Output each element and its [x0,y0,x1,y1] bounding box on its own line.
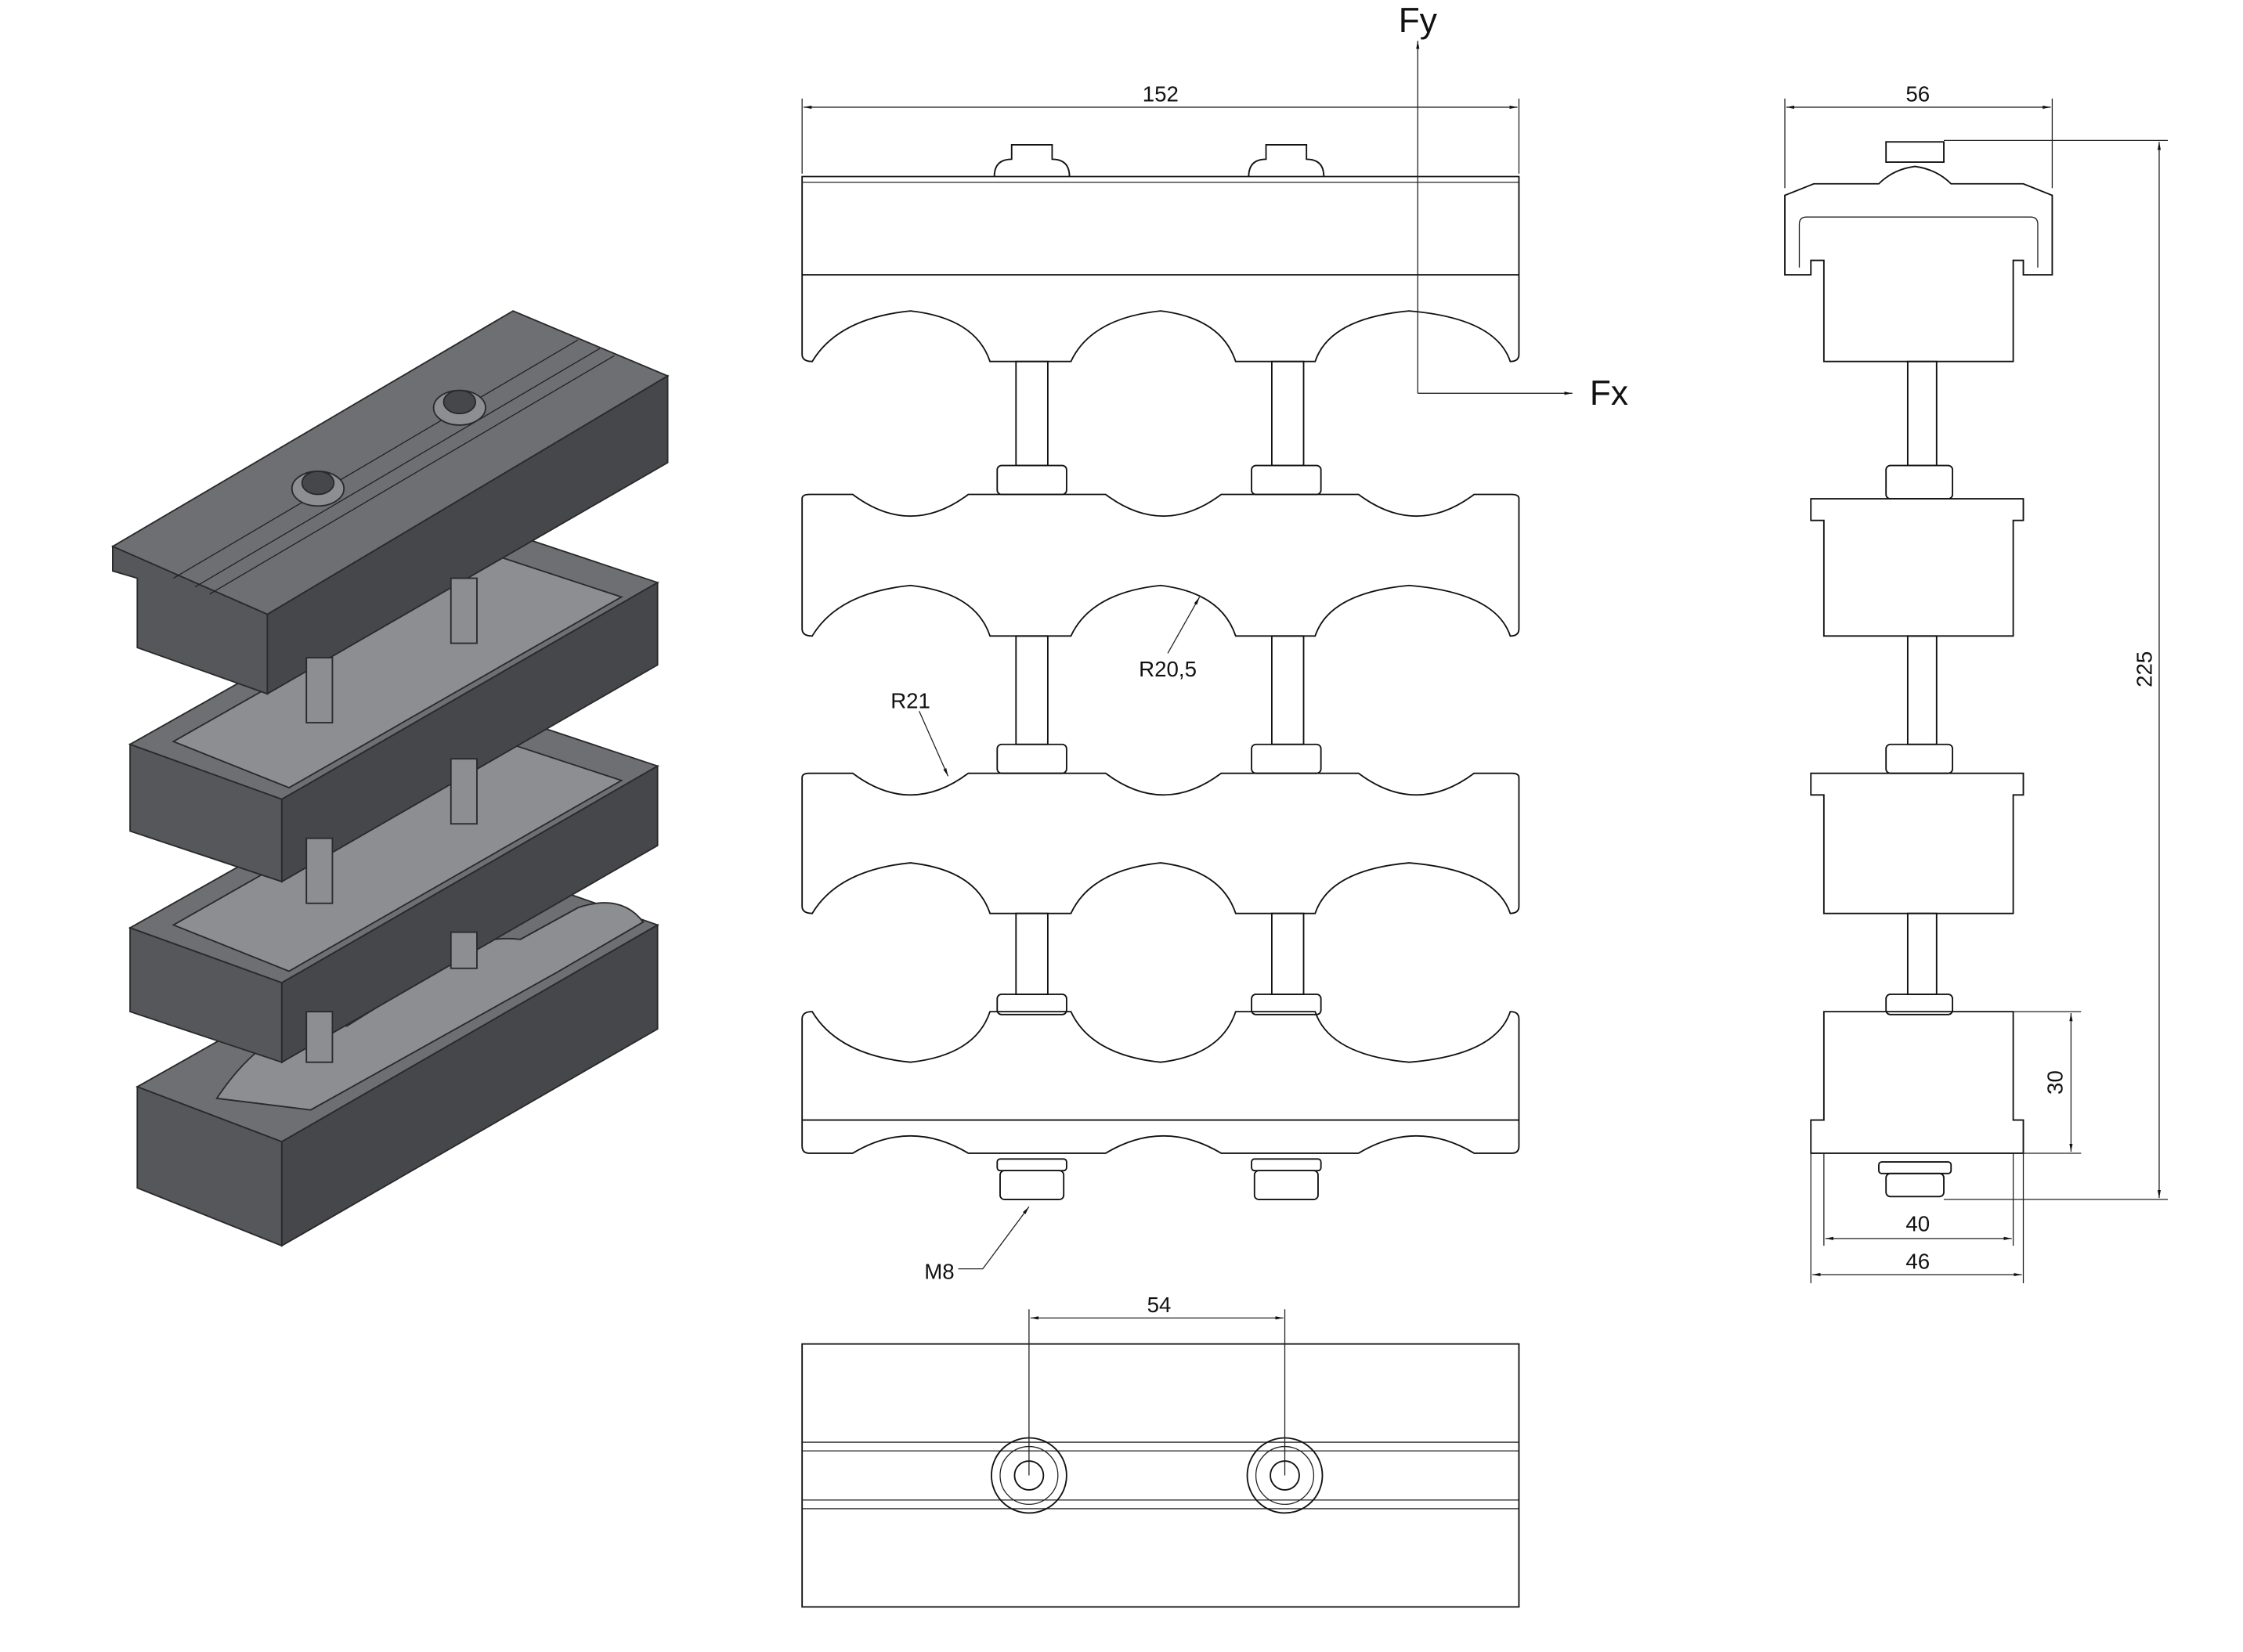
dimension-width-46: 46 [1810,1152,2024,1284]
dimension-width-56: 56 [1784,82,2053,189]
dimension-width-152: 152 [801,82,1520,174]
radius-callouts: R20,5 R21 [890,597,1201,777]
dim-54-label: 54 [1147,1293,1172,1317]
side-block-2 [1810,498,2024,637]
dim-46-label: 46 [1905,1250,1930,1274]
dim-56-label: 56 [1905,82,1930,106]
iso-block-4 [135,873,659,1247]
bolt-size-callout: M8 [924,1206,1030,1284]
side-block-4 [1810,1011,2024,1154]
front-view: 152 [801,2,1628,1284]
iso-top-cap [110,310,670,695]
front-block-3 [801,772,1520,914]
front-block-2 [801,493,1520,637]
dimension-height-225: 225 [1944,139,2169,1200]
side-top-cap [1784,141,2053,363]
front-block-4 [801,1011,1520,1154]
bolt-size-label: M8 [924,1260,954,1284]
dimension-width-40: 40 [1823,1152,2014,1246]
iso-block-3 [128,714,659,1064]
radius-large-label: R21 [890,689,930,713]
iso-bolt-heads [291,389,486,1063]
dimension-height-30: 30 [2013,1011,2082,1154]
side-block-3 [1810,772,2024,914]
force-axes: Fy Fx [1399,2,1628,413]
isometric-view [110,310,670,1247]
force-x-label: Fx [1590,374,1628,413]
front-block-1 [801,143,1520,363]
radius-small-label: R20,5 [1139,657,1197,681]
iso-block-2 [128,531,659,883]
dim-152-label: 152 [1143,82,1179,106]
force-y-label: Fy [1399,2,1438,40]
top-view: 54 [801,1293,1520,1608]
dim-225-label: 225 [2133,651,2157,687]
dim-30-label: 30 [2043,1070,2067,1095]
front-bolts [996,360,1322,1200]
dim-40-label: 40 [1905,1212,1930,1236]
dimension-bolt-spacing: 54 [1028,1293,1286,1476]
side-view: 56 225 30 40 46 [1784,82,2169,1284]
